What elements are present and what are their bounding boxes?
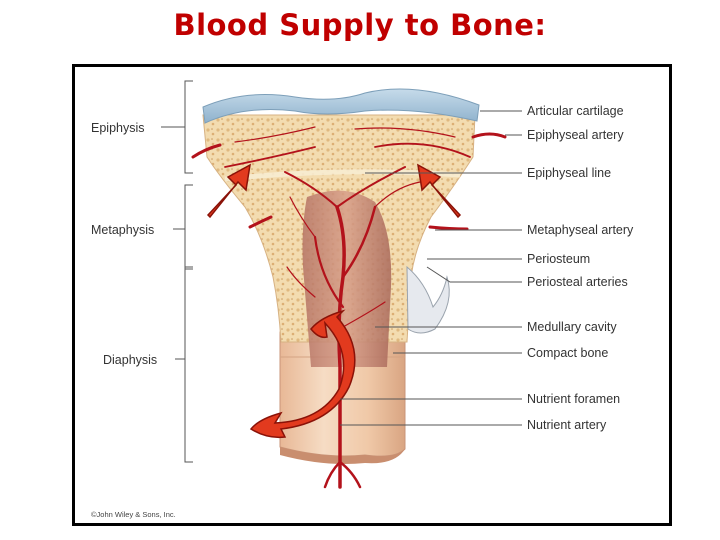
label-periosteum: Periosteum <box>527 252 591 266</box>
label-compact-bone: Compact bone <box>527 346 609 360</box>
label-periosteal-arteries: Periosteal arteries <box>527 275 628 289</box>
label-metaphyseal-artery: Metaphyseal artery <box>527 223 634 237</box>
label-diaphysis: Diaphysis <box>103 353 158 367</box>
label-nutrient-foramen: Nutrient foramen <box>527 392 621 406</box>
arrow-left <box>206 163 251 219</box>
red-arrows <box>206 163 462 439</box>
label-nutrient-artery: Nutrient artery <box>527 418 607 432</box>
bone-illustration <box>161 80 522 489</box>
shaft-end <box>280 447 405 464</box>
copyright-credit: ©John Wiley & Sons, Inc. <box>91 510 176 519</box>
leader-lines <box>340 110 522 426</box>
label-metaphysis: Metaphysis <box>91 223 155 237</box>
arrow-curved <box>249 309 356 439</box>
region-brackets <box>161 80 193 463</box>
bracket-diaphysis <box>184 266 193 463</box>
label-epiphyseal-artery: Epiphyseal artery <box>527 128 624 142</box>
bracket-epiphysis <box>184 80 193 174</box>
bracket-metaphysis <box>184 184 193 270</box>
label-medullary-cavity: Medullary cavity <box>527 320 617 334</box>
label-articular-cartilage: Articular cartilage <box>527 104 624 118</box>
arrow-right <box>417 163 462 219</box>
label-epiphyseal-line: Epiphyseal line <box>527 166 612 180</box>
diagram-frame: Epiphysis Metaphysis Diaphysis Articular… <box>72 64 672 526</box>
label-epiphysis: Epiphysis <box>91 121 145 135</box>
arteries <box>191 126 507 489</box>
slide-title: Blood Supply to Bone: <box>173 8 547 42</box>
articular-cartilage <box>202 88 480 124</box>
periosteum-flap <box>406 265 450 334</box>
